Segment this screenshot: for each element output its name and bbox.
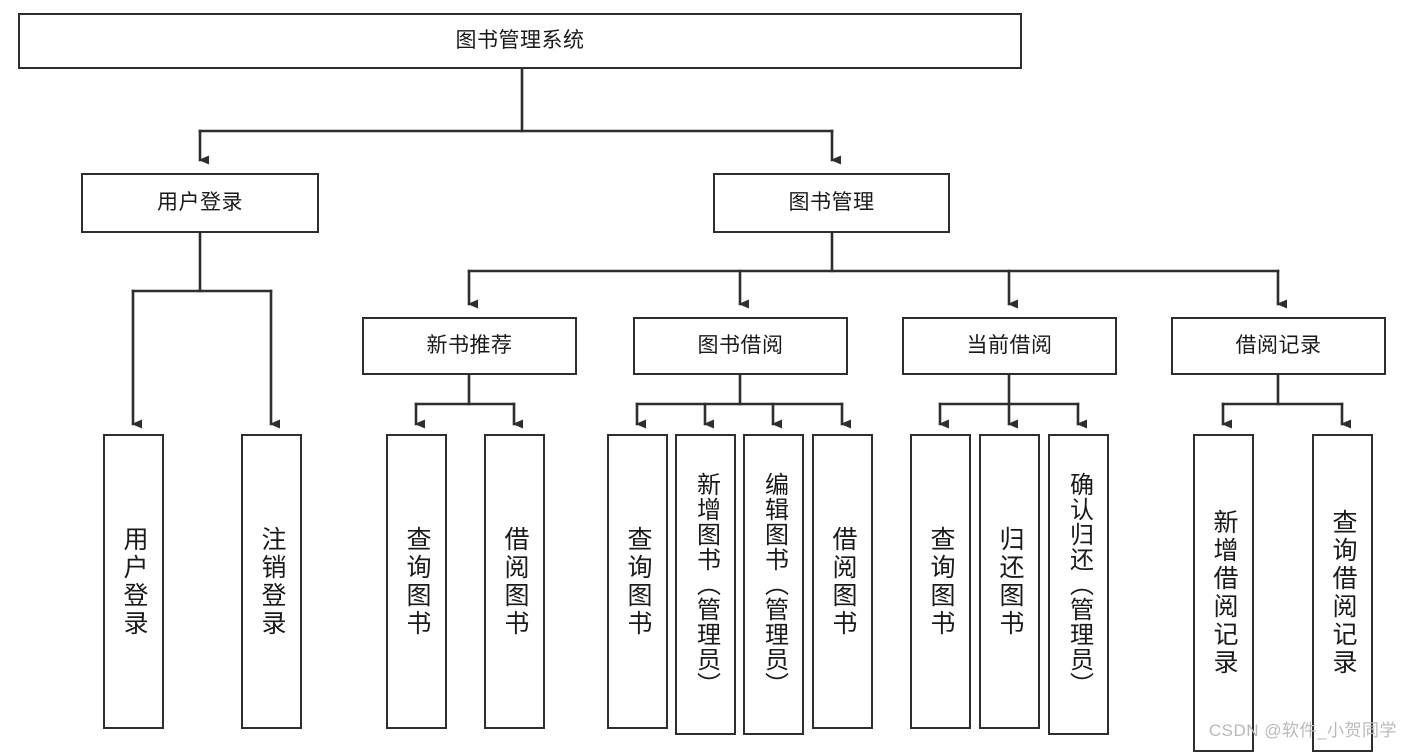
csdn-watermark: CSDN @软件_小贺同学 <box>1208 721 1397 740</box>
node-label: 当前借阅 <box>966 333 1053 357</box>
node-leaf-query-book-bb[interactable]: 查询图书 <box>607 434 668 729</box>
node-book-borrow[interactable]: 图书借阅 <box>633 317 848 375</box>
node-label: 归还图书 <box>996 525 1024 638</box>
node-label: 新增借阅记录 <box>1210 509 1238 677</box>
node-label: 新增图书（管理员） <box>692 472 720 697</box>
node-label: 用户登录 <box>120 525 148 638</box>
node-leaf-query-borrow-record[interactable]: 查询借阅记录 <box>1312 434 1373 752</box>
node-label: 注销登录 <box>258 525 286 638</box>
node-label: 图书借阅 <box>697 333 784 357</box>
node-label: 确认归还（管理员） <box>1065 472 1093 697</box>
node-leaf-add-borrow-record[interactable]: 新增借阅记录 <box>1193 434 1254 752</box>
node-label: 查询图书 <box>624 525 652 638</box>
node-leaf-confirm-return-admin[interactable]: 确认归还（管理员） <box>1048 434 1109 735</box>
node-leaf-return-book[interactable]: 归还图书 <box>979 434 1040 729</box>
node-label: 编辑图书（管理员） <box>760 472 788 697</box>
node-book-management[interactable]: 图书管理 <box>713 173 950 233</box>
node-label: 图书管理 <box>788 190 875 214</box>
node-label: 查询借阅记录 <box>1329 509 1357 677</box>
node-label: 新书推荐 <box>426 333 513 357</box>
node-root-system[interactable]: 图书管理系统 <box>18 13 1022 69</box>
node-current-borrow[interactable]: 当前借阅 <box>902 317 1117 375</box>
node-label: 用户登录 <box>157 190 243 214</box>
node-leaf-borrow-book-nb[interactable]: 借阅图书 <box>484 434 545 729</box>
node-label: 借阅图书 <box>829 525 857 638</box>
node-new-book-recommend[interactable]: 新书推荐 <box>362 317 577 375</box>
node-leaf-query-book-cb[interactable]: 查询图书 <box>910 434 971 729</box>
node-leaf-user-login[interactable]: 用户登录 <box>103 434 164 729</box>
node-label: 查询图书 <box>403 525 431 638</box>
node-leaf-add-book-admin[interactable]: 新增图书（管理员） <box>675 434 736 735</box>
node-label: 图书管理系统 <box>455 28 585 52</box>
node-user-login[interactable]: 用户登录 <box>81 173 319 233</box>
node-label: 借阅图书 <box>501 525 529 638</box>
node-label: 查询图书 <box>927 525 955 638</box>
node-label: 借阅记录 <box>1235 333 1322 357</box>
node-leaf-query-book-nb[interactable]: 查询图书 <box>386 434 447 729</box>
node-leaf-borrow-book-bb[interactable]: 借阅图书 <box>812 434 873 729</box>
node-borrow-record[interactable]: 借阅记录 <box>1171 317 1386 375</box>
node-leaf-logout[interactable]: 注销登录 <box>241 434 302 729</box>
node-leaf-edit-book-admin[interactable]: 编辑图书（管理员） <box>743 434 804 735</box>
